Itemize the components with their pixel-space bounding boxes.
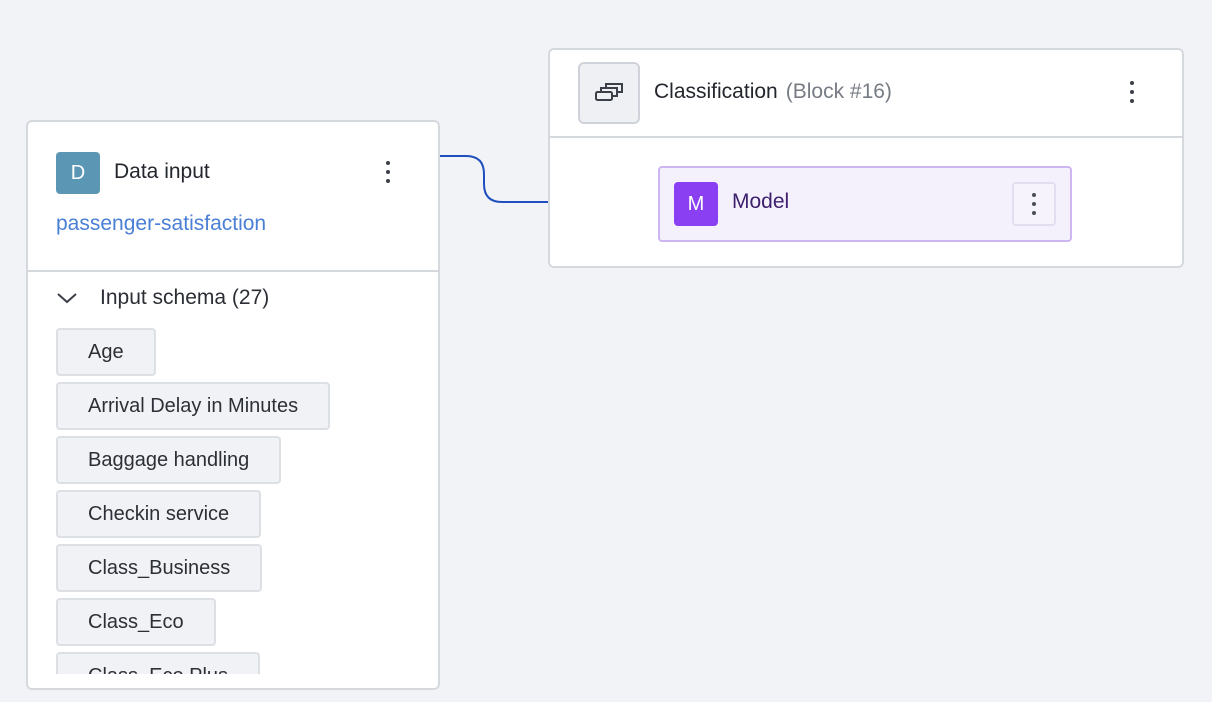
- classification-header: Classification (Block #16): [550, 50, 1182, 138]
- schema-field-chip[interactable]: Checkin service: [56, 490, 262, 538]
- classification-title: Classification (Block #16): [654, 80, 892, 104]
- data-input-avatar-letter: D: [70, 161, 86, 184]
- schema-field-chip[interactable]: Arrival Delay in Minutes: [56, 382, 331, 430]
- model-avatar: M: [674, 182, 718, 226]
- data-input-header: D Data input passenger-satisfaction: [28, 122, 438, 272]
- data-input-card[interactable]: D Data input passenger-satisfaction Inpu…: [26, 120, 440, 690]
- schema-field-chip[interactable]: Age: [56, 328, 156, 376]
- schema-field-chip[interactable]: Class_Eco: [56, 598, 216, 646]
- model-avatar-letter: M: [687, 192, 705, 215]
- model-node[interactable]: M Model: [658, 166, 1072, 242]
- schema-field-chip[interactable]: Baggage handling: [56, 436, 282, 484]
- kebab-icon: [386, 161, 390, 165]
- model-title: Model: [732, 190, 790, 213]
- input-schema-toggle[interactable]: Input schema (27): [56, 286, 269, 310]
- input-schema-label: Input schema (27): [100, 286, 270, 309]
- kebab-icon: [1032, 193, 1036, 197]
- model-menu-button[interactable]: [1012, 182, 1056, 226]
- classification-title-text: Classification: [654, 80, 778, 103]
- data-input-title: Data input: [114, 160, 210, 183]
- dataset-link[interactable]: passenger-satisfaction: [56, 212, 267, 235]
- schema-field-chip[interactable]: Class_Business: [56, 544, 263, 592]
- block-number: (Block #16): [785, 80, 892, 103]
- data-input-avatar: D: [56, 152, 100, 194]
- chevron-down-icon: [56, 288, 84, 308]
- classification-menu-button[interactable]: [1120, 76, 1144, 108]
- data-input-menu-button[interactable]: [376, 156, 400, 188]
- schema-field-chip[interactable]: Class_Eco Plus: [56, 652, 261, 674]
- stacked-blocks-icon: [578, 62, 640, 124]
- kebab-icon: [1130, 81, 1134, 85]
- schema-field-list: Age Arrival Delay in Minutes Baggage han…: [56, 328, 426, 674]
- classification-block-card[interactable]: Classification (Block #16) M Model: [548, 48, 1184, 268]
